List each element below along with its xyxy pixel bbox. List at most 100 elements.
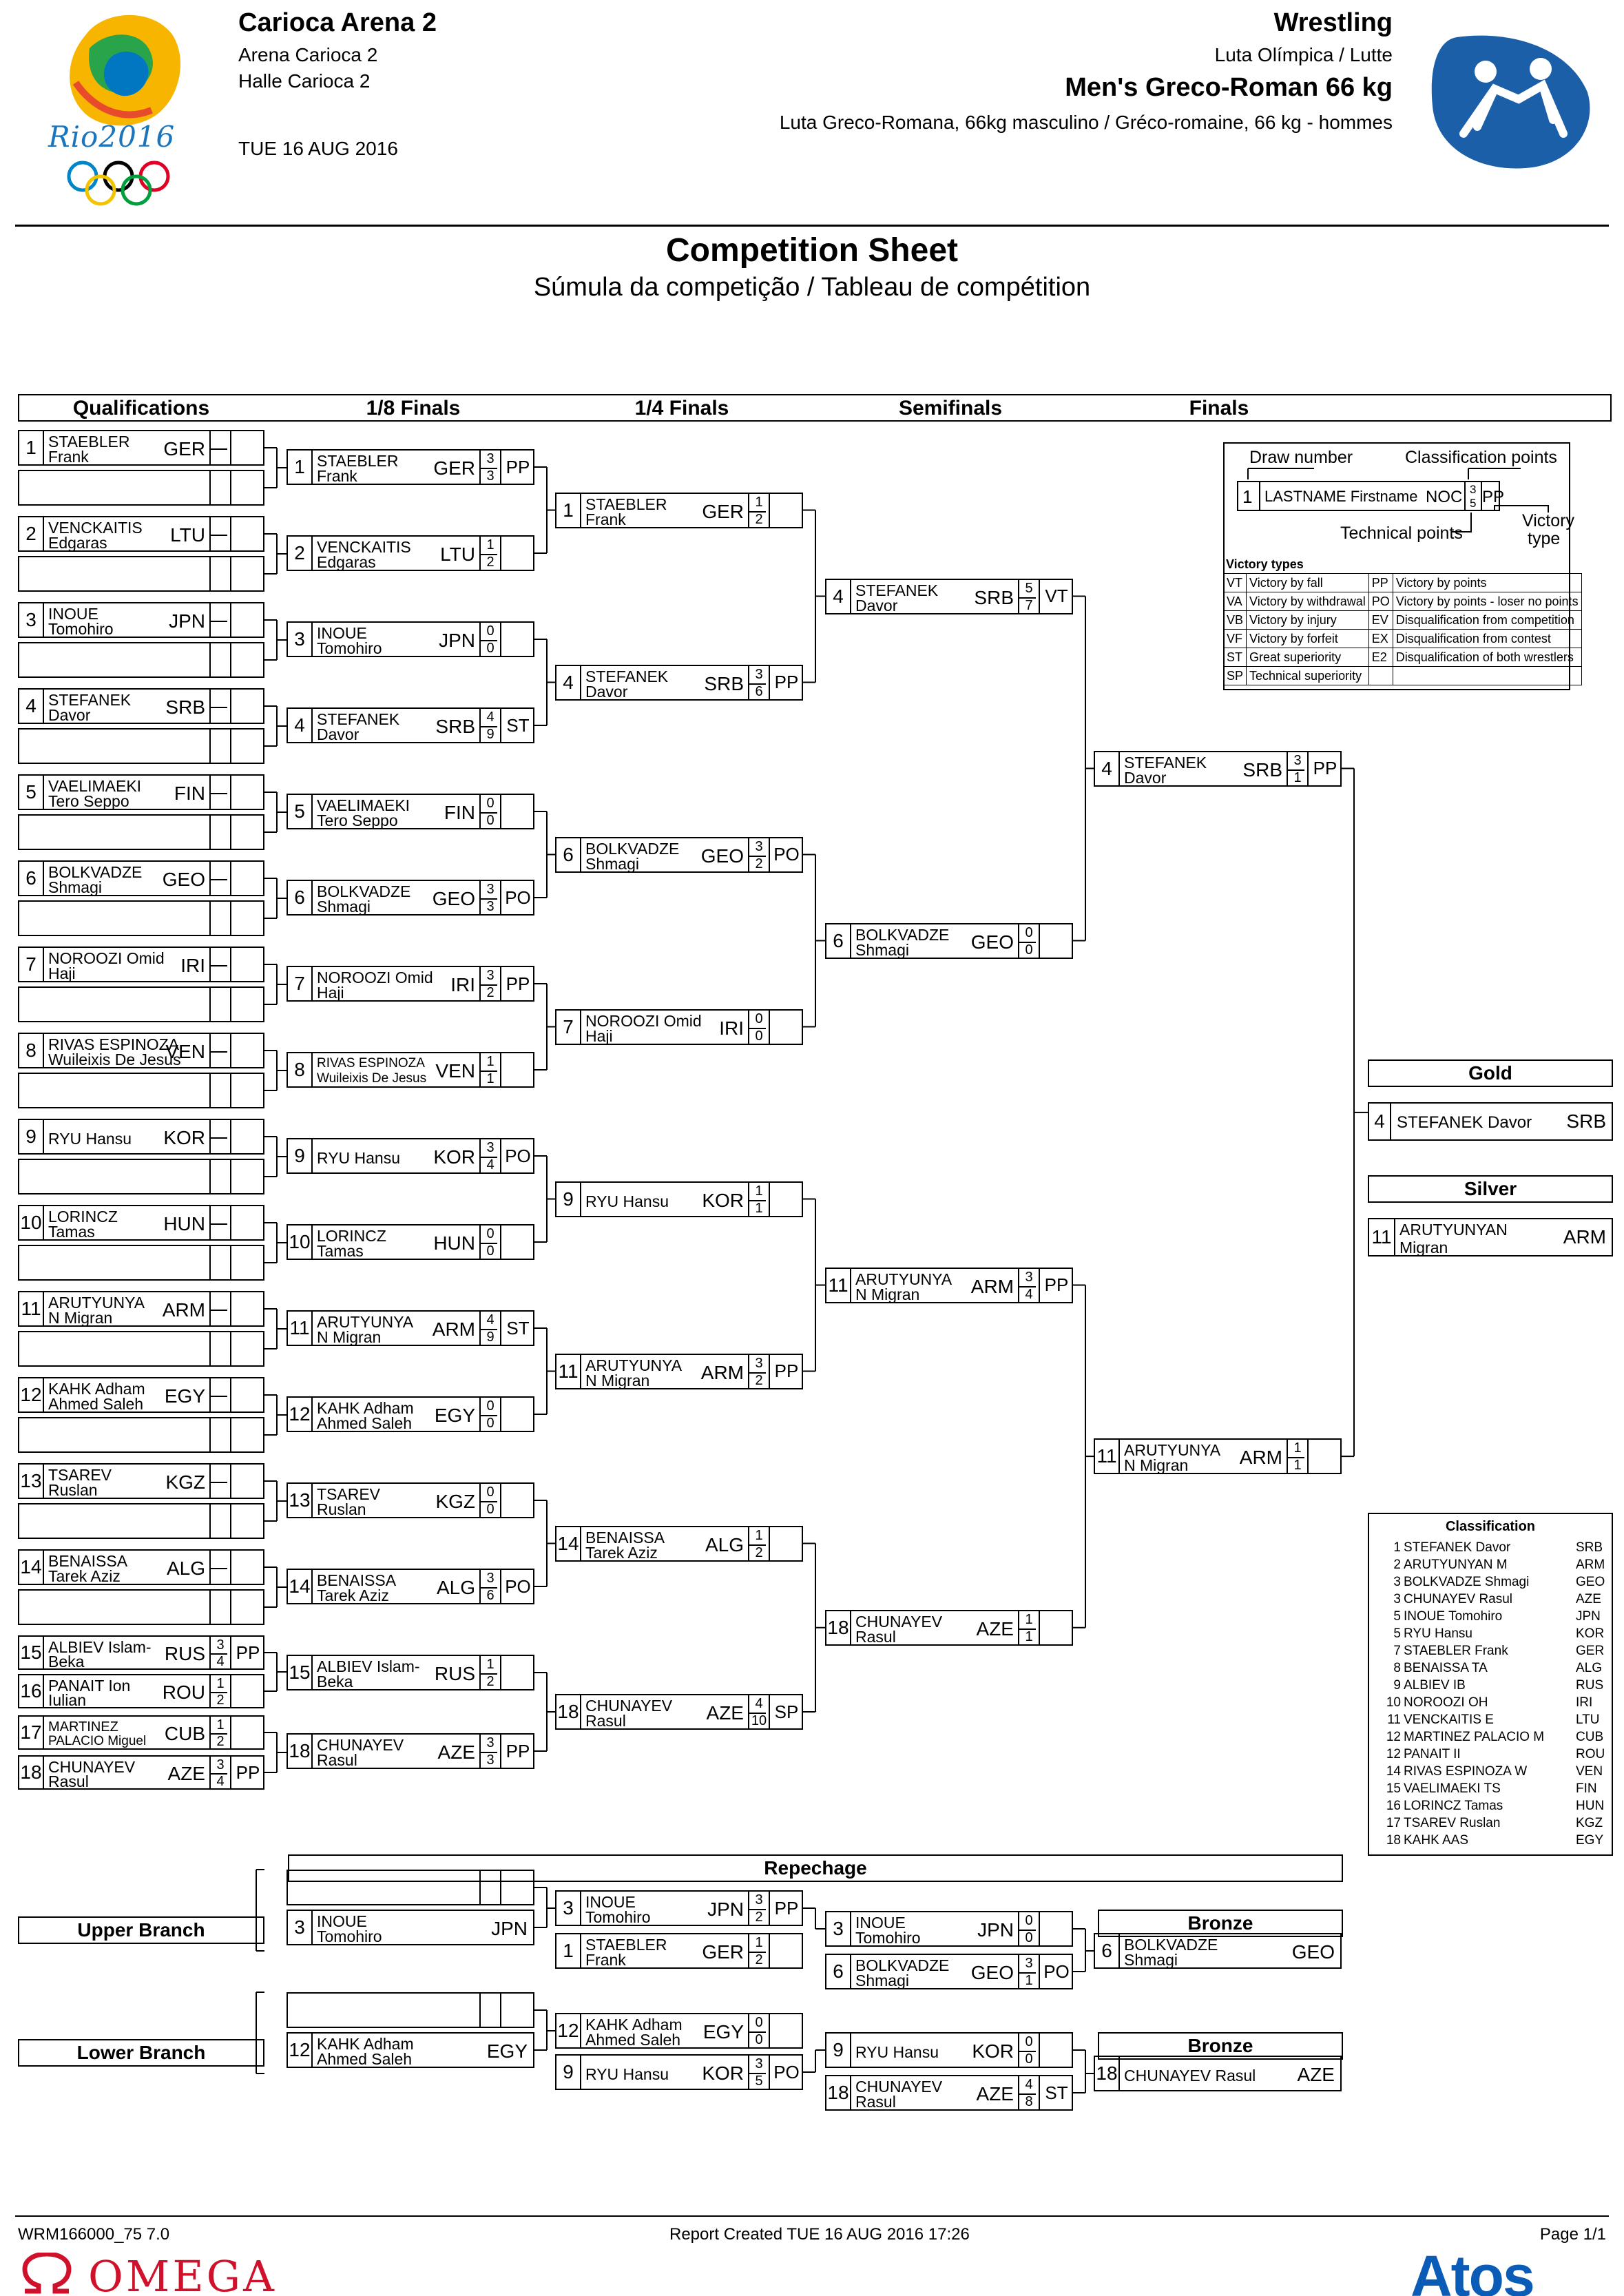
score-divider [209, 1137, 227, 1139]
score-divider [209, 730, 211, 763]
victory-type: VT [1045, 586, 1068, 606]
classification-points: 1 [755, 1527, 763, 1543]
wrestler-name-line1: CHUNAYEV [48, 1758, 136, 1776]
score-divider [209, 1482, 227, 1483]
wrestler-seed: 15 [19, 1637, 44, 1668]
score-divider [1039, 2034, 1040, 2067]
silver-winner-seed: 11 [1369, 1219, 1395, 1255]
wrestler-noc: FIN [174, 783, 205, 804]
wrestler-noc: EGY [434, 1405, 475, 1426]
wrestler-name-line2: Frank [585, 1951, 626, 1969]
score-divider [209, 471, 211, 504]
score-divider [1018, 924, 1019, 958]
score-divider [209, 603, 211, 637]
wrestler-noc: JPN [707, 1899, 744, 1920]
wrestler-name-line2: Ahmed Saleh [48, 1395, 144, 1413]
score-divider [500, 1484, 501, 1517]
wrestler-name-line2: Shmagi [317, 898, 371, 916]
score-divider [209, 793, 227, 794]
score-divider [479, 967, 481, 1000]
wrestler-name-line1: BENAISSA [585, 1528, 665, 1547]
gold-winner-seed: 4 [1369, 1104, 1391, 1139]
technical-points: 3 [486, 899, 495, 914]
technical-points: 8 [1025, 2094, 1033, 2109]
classification-points: 3 [755, 2056, 763, 2071]
classification-points: 1 [755, 1183, 763, 1199]
victory-code: EX [1368, 629, 1393, 648]
sport-name-alt: Luta Olímpica / Lutte [1214, 44, 1393, 65]
wrestler-noc: JPN [491, 1918, 528, 1939]
wrestler-noc: SRB [704, 672, 744, 694]
omega-symbol-icon [22, 2253, 72, 2294]
victory-type: PP [774, 1897, 799, 1918]
classification-points: 1 [755, 494, 763, 510]
wrestler-noc: RUS [164, 1643, 205, 1664]
wrestler-name: RYU Hansu [48, 1130, 132, 1148]
wrestler-noc: GEO [162, 869, 205, 890]
score-divider [230, 1757, 231, 1788]
wrestler-noc: SRB [165, 696, 205, 718]
classification-rank: 8 [1393, 1661, 1401, 1675]
technical-points: 2 [486, 555, 495, 570]
wrestler-name-line1: ARUTYUNYA [48, 1294, 145, 1312]
score-divider [479, 1656, 481, 1689]
score-divider [479, 1994, 481, 2027]
score-divider [230, 776, 231, 809]
score-divider [209, 1551, 211, 1584]
wrestler-noc: JPN [977, 1919, 1014, 1941]
wrestler-noc: ARM [432, 1318, 475, 1340]
classification-name: CHUNAYEV Rasul [1404, 1592, 1513, 1606]
classification-name: VAELIMAEKI TS [1404, 1781, 1501, 1796]
venue-name: Carioca Arena 2 [238, 8, 437, 37]
classification-rank: 11 [1387, 1713, 1401, 1727]
score-divider [230, 948, 231, 981]
victory-code: VB [1222, 610, 1247, 630]
wrestler-seed: 6 [1095, 1934, 1120, 1967]
wrestler-seed: 7 [556, 1010, 581, 1044]
wrestler-name-line2: Ruslan [317, 1500, 366, 1518]
score-divider [230, 816, 231, 849]
wrestler-name-line1: LORINCZ [317, 1227, 386, 1245]
score-divider [230, 988, 231, 1021]
score-divider [479, 984, 497, 986]
technical-points: 1 [1025, 1628, 1033, 1644]
logo-wordmark: Rio2016 [48, 120, 176, 154]
score-divider [230, 603, 231, 637]
wrestler-name-line2: Shmagi [1124, 1951, 1178, 1969]
victory-description: Victory by points [1392, 573, 1582, 592]
wrestler-name-line1: STEFANEK [585, 667, 669, 685]
wrestler-seed: 1 [288, 451, 313, 484]
technical-points: 1 [1293, 769, 1302, 785]
score-divider [479, 898, 497, 900]
wrestler-noc: JPN [439, 630, 475, 651]
victory-type: PP [506, 1740, 530, 1761]
victory-type: PO [505, 1145, 531, 1166]
silver-label: Silver [1368, 1175, 1613, 1203]
victory-code [1368, 666, 1393, 685]
victory-type: PP [506, 973, 530, 994]
legend-victory-type-1: Victory [1522, 511, 1574, 530]
wrestler-name: RYU Hansu [317, 1149, 401, 1167]
score-divider [748, 1027, 766, 1029]
classification-noc: GEO [1576, 1575, 1605, 1589]
score-divider [209, 1568, 227, 1569]
wrestler-noc: EGY [702, 2021, 744, 2042]
wrestler-name-line2: Davor [48, 706, 91, 724]
score-divider [230, 1246, 231, 1279]
score-divider [1018, 1268, 1019, 1302]
classification-points: 0 [1025, 1913, 1033, 1928]
wrestler-name-line2: Tomohiro [48, 620, 114, 638]
score-divider [479, 1673, 497, 1675]
score-divider [230, 471, 231, 504]
score-divider [209, 1733, 227, 1735]
score-divider [209, 517, 211, 550]
classification-name: MARTINEZ PALACIO M [1404, 1730, 1545, 1744]
wrestler-name-line2: Edgaras [317, 553, 376, 571]
classification-rank: 5 [1393, 1626, 1401, 1641]
